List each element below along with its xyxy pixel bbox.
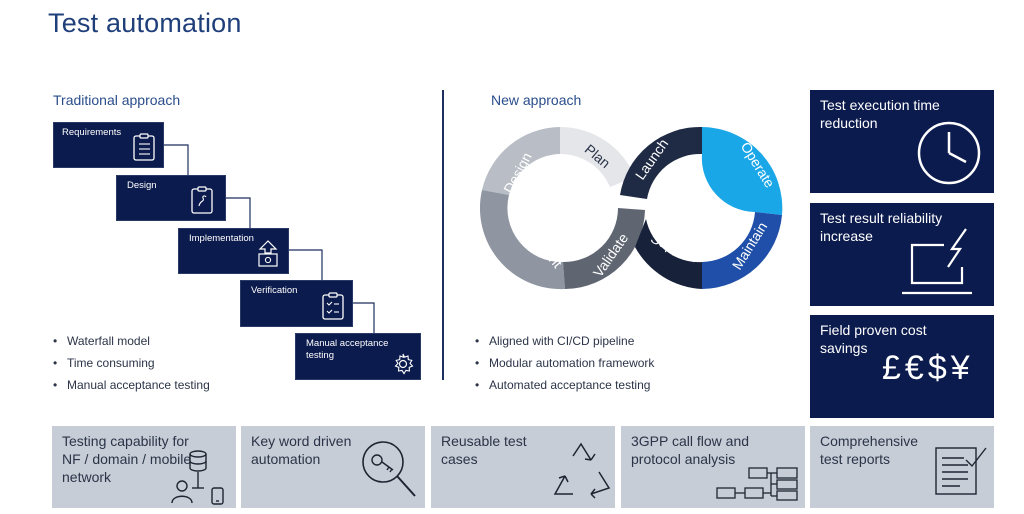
page-title: Test automation (48, 8, 242, 38)
waterfall-step-implementation: Implementation (178, 228, 289, 274)
clipboard-pen-icon (191, 186, 213, 214)
loop-segment-operate (701, 127, 783, 215)
benefit-label: Test result reliability increase (820, 210, 943, 244)
capability-label: Reusable test cases (441, 433, 527, 467)
section-divider (442, 90, 444, 380)
loop-segment-plan (560, 126, 635, 187)
capability-label: 3GPP call flow and protocol analysis (631, 433, 750, 467)
benefit-card-reliability: Test result reliability increase (810, 203, 994, 306)
clock-icon (917, 121, 981, 185)
step-label: Design (127, 180, 157, 191)
waterfall-step-verification: Verification (240, 280, 353, 327)
bullet-item: Modular automation framework (475, 352, 654, 374)
bullet-item: Waterfall model (53, 330, 210, 352)
waterfall-step-design: Design (116, 175, 226, 221)
gear-icon (394, 353, 414, 375)
loop-segment-support (635, 219, 702, 289)
step-label: Manual acceptance testing (306, 338, 389, 361)
capability-card-reports: Comprehensive test reports (810, 426, 994, 508)
new-approach-title: New approach (491, 92, 582, 108)
laptop-bolt-icon (902, 228, 972, 295)
capability-label: Testing capability for NF / domain / mob… (62, 433, 192, 485)
bullet-item: Time consuming (53, 352, 210, 374)
waterfall-step-requirements: Requirements (53, 122, 164, 168)
clipboard-check-icon (322, 292, 344, 320)
step-label: Verification (251, 285, 298, 296)
loop-segment-implement (479, 190, 565, 290)
recycle-icon (553, 442, 611, 499)
flow-diagram-icon (716, 467, 798, 501)
waterfall-step-manual-acceptance-testing: Manual acceptance testing (295, 333, 421, 380)
step-label: Implementation (189, 233, 254, 244)
key-search-icon (362, 441, 416, 497)
capability-card-network: Testing capability for NF / domain / mob… (52, 426, 236, 508)
capability-label: Key word driven automation (251, 433, 352, 467)
traditional-approach-title: Traditional approach (53, 92, 181, 108)
new-approach-bullets: Aligned with CI/CD pipeline Modular auto… (475, 330, 654, 396)
capability-card-reusable: Reusable test cases (431, 426, 615, 508)
benefit-label: Field proven cost savings (820, 322, 927, 356)
clipboard-list-icon (133, 133, 155, 161)
upload-box-icon (258, 240, 278, 267)
loop-segment-launch (620, 126, 702, 199)
capability-card-keyword: Key word driven automation (241, 426, 425, 508)
report-icon (935, 447, 987, 495)
loop-segment-design (482, 127, 560, 195)
capability-card-3gpp: 3GPP call flow and protocol analysis (621, 426, 805, 508)
bullet-item: Manual acceptance testing (53, 374, 210, 396)
loop-segment-maintain (702, 212, 782, 289)
step-label: Requirements (62, 127, 122, 138)
network-user-device-icon (171, 450, 224, 505)
benefit-card-cost: Field proven cost savings £€$¥ (810, 315, 994, 418)
currency-symbols: £€$¥ (882, 349, 974, 387)
bullet-item: Aligned with CI/CD pipeline (475, 330, 654, 352)
loop-segment-validate (563, 208, 645, 289)
devops-infinity-loop: Plan Design Implement Validate Launch Op… (479, 126, 783, 290)
capability-label: Comprehensive test reports (820, 433, 919, 467)
traditional-bullets: Waterfall model Time consuming Manual ac… (53, 330, 210, 396)
benefit-label: Test execution time reduction (820, 97, 940, 131)
benefit-card-time: Test execution time reduction (810, 90, 994, 193)
bullet-item: Automated acceptance testing (475, 374, 654, 396)
